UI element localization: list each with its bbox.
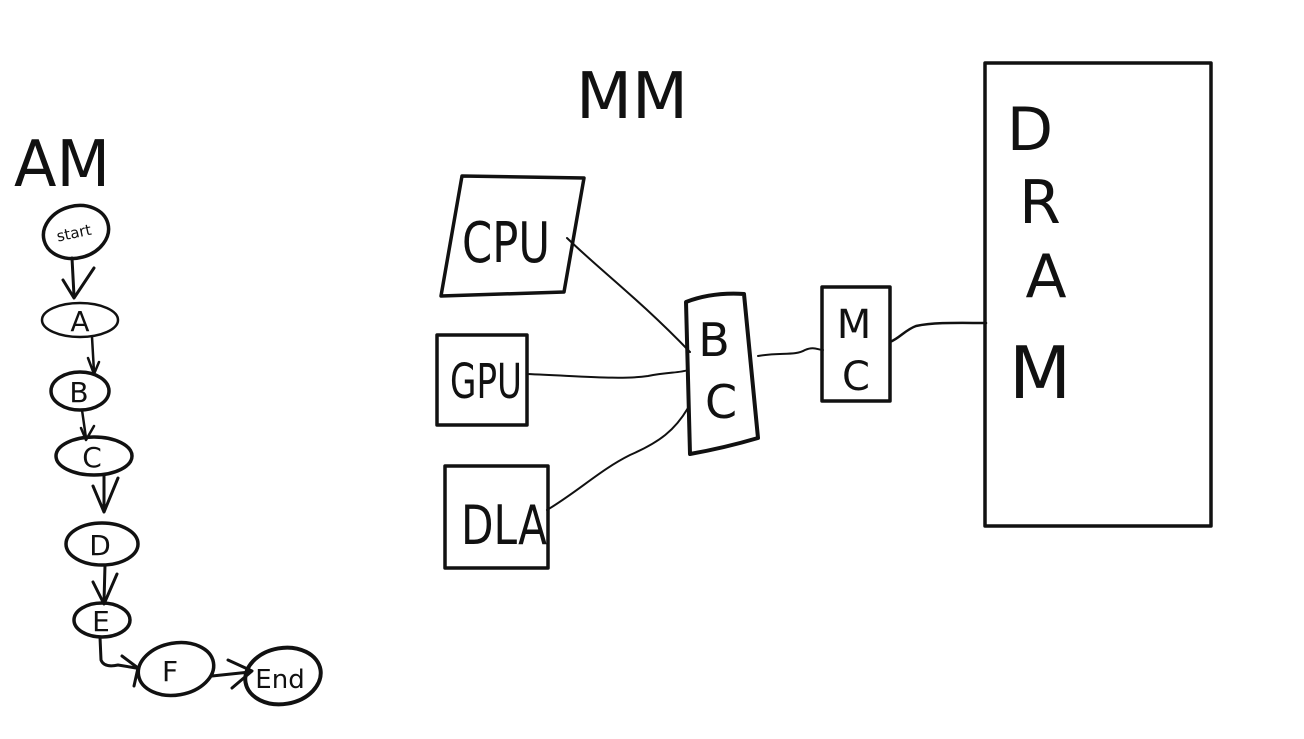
mc-label-m: M [837,302,872,348]
dram-label-d: D [1007,95,1053,165]
mm-title: MM [576,60,688,134]
am-node-b: B [49,370,111,412]
am-arrow-d-e [91,563,119,606]
am-arrow-e-f [98,635,140,688]
dla-box: DLA [443,464,550,570]
mm-section: MM CPU GPU DLA B C M [435,60,1213,570]
am-arrow-a-b [86,335,101,376]
gpu-box: GPU [435,333,529,427]
am-node-f: F [136,640,216,698]
am-node-a: A [40,301,120,339]
dram-label-m: M [1009,331,1071,415]
am-node-c: C [54,435,134,477]
am-node-f-label: F [162,655,178,688]
am-node-end: End [243,645,323,707]
am-node-c-label: C [82,441,102,474]
cpu-to-bc-line [566,237,691,353]
dla-label: DLA [461,494,547,557]
bc-to-mc-line [757,347,824,357]
am-arrow-c-d [91,473,120,514]
dram-box: D R A M [983,61,1213,528]
am-node-start-label: start [55,221,93,246]
gpu-label: GPU [450,354,522,410]
mc-to-dram-line [888,321,988,344]
am-node-d: D [64,521,140,567]
cpu-box: CPU [439,174,586,298]
cpu-label: CPU [462,211,550,276]
mc-box: M C [820,285,892,403]
am-node-start: start [41,203,111,261]
am-arrow-f-end [210,658,254,690]
gpu-to-bc-line [526,369,689,379]
dram-label-r: R [1019,168,1061,238]
am-node-e: E [72,601,132,639]
am-arrow-start-a [61,256,96,300]
am-node-d-label: D [89,529,111,562]
bc-label-b: B [698,313,730,367]
am-node-end-label: End [255,665,304,695]
bc-box: B C [684,291,760,456]
am-arrow-b-c [79,408,96,442]
am-node-e-label: E [92,605,110,638]
am-node-a-label: A [70,305,89,338]
dla-to-bc-line [546,407,689,511]
am-title: AM [14,128,110,202]
mc-label-c: C [842,354,870,400]
am-section: AM start A B [14,128,323,707]
am-node-b-label: B [69,376,88,409]
dram-label-a: A [1025,242,1066,312]
bc-label-c: C [705,375,737,429]
